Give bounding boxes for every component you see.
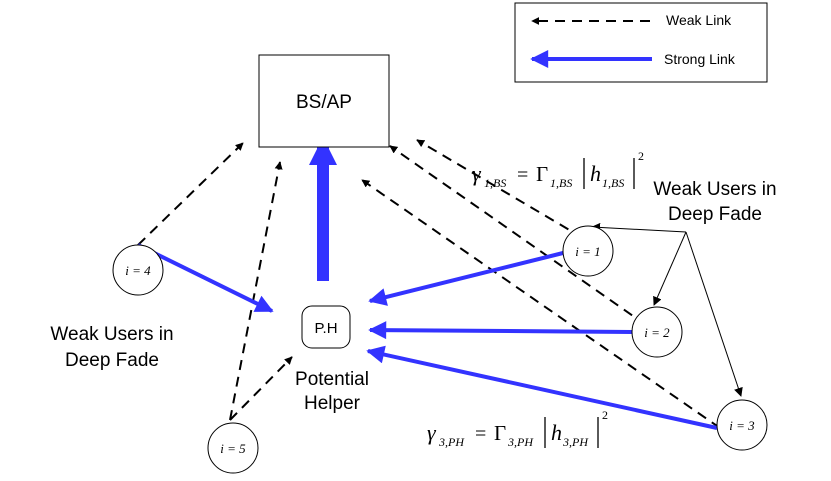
right-group-annotation-line1: Weak Users in xyxy=(653,179,776,200)
potential-helper-caption-line2: Helper xyxy=(304,393,361,414)
strong-link-ph-bs-head xyxy=(309,137,337,165)
left-group-annotation: Weak Users in Deep Fade xyxy=(50,324,173,371)
left-group-annotation-line1: Weak Users in xyxy=(50,324,173,345)
equation-ph-gain: Γ xyxy=(494,421,506,445)
base-station-label: BS/AP xyxy=(296,92,352,113)
equation-ph-power: 2 xyxy=(602,408,608,422)
weak-links xyxy=(137,139,721,429)
strong-link-user2-ph xyxy=(368,321,633,340)
user-node-2-circle xyxy=(631,306,683,358)
user-node-5-label: i = 5 xyxy=(220,441,246,456)
equation-ph-gain-sub: 3,PH xyxy=(507,435,534,449)
equation-bs-h-sub: 1,BS xyxy=(602,176,624,190)
strong-link-user4-ph xyxy=(137,243,274,313)
legend: Weak Link Strong Link xyxy=(514,2,768,83)
right-group-annotation-line2: Deep Fade xyxy=(668,204,762,225)
user-node-5-circle xyxy=(207,422,259,474)
equation-bs-equals: = xyxy=(517,164,528,186)
strong-link-user3-ph xyxy=(366,345,718,430)
user-node-4-circle xyxy=(112,244,164,296)
user-node-3-label: i = 3 xyxy=(729,418,755,433)
user-node-3: i = 3 xyxy=(716,399,768,451)
equation-ph-lhs-sub: 3,PH xyxy=(438,435,465,449)
potential-helper-node: P.H Potential Helper xyxy=(295,305,369,414)
equation-ph-h: h xyxy=(551,420,562,445)
user-node-5: i = 5 xyxy=(207,422,259,474)
user-node-1-circle xyxy=(562,225,614,277)
user-node-4-label: i = 4 xyxy=(125,263,151,278)
strong-links xyxy=(137,137,718,430)
user-node-1-label: i = 1 xyxy=(575,244,600,259)
equation-ph-equals: = xyxy=(475,423,486,445)
weak-link-user3-bs xyxy=(361,179,721,429)
weak-link-user1-bs xyxy=(416,139,584,239)
equation-bs-h: h xyxy=(590,161,601,186)
weak-link-user5-ph xyxy=(229,356,293,421)
potential-helper-label: P.H xyxy=(314,320,337,337)
equation-bs-link: γ 1,BS = Γ 1,BS h 1,BS 2 xyxy=(472,149,644,190)
base-station-node: BS/AP xyxy=(258,54,390,148)
weak-link-user2-bs xyxy=(389,145,647,326)
user-node-3-circle xyxy=(716,399,768,451)
equation-bs-power: 2 xyxy=(638,149,644,163)
equation-bs-lhs: γ xyxy=(472,161,482,186)
legend-strong-label: Strong Link xyxy=(664,51,736,67)
legend-box xyxy=(514,2,768,83)
left-group-annotation-line2: Deep Fade xyxy=(65,350,159,371)
equation-bs-gain: Γ xyxy=(536,162,548,186)
user-node-2: i = 2 xyxy=(631,306,683,358)
equation-bs-gain-sub: 1,BS xyxy=(550,176,572,190)
strong-link-user1-ph xyxy=(368,251,564,306)
annotation-arrow-user2 xyxy=(653,231,687,306)
annotation-arrow-user3 xyxy=(685,231,743,397)
user-node-1: i = 1 xyxy=(562,225,614,277)
legend-weak-label: Weak Link xyxy=(666,12,732,28)
weak-link-user4-bs xyxy=(137,142,244,246)
equation-ph-link: γ 3,PH = Γ 3,PH h 3,PH 2 xyxy=(427,408,608,449)
potential-helper-caption-line1: Potential xyxy=(295,369,369,390)
potential-helper-box xyxy=(301,305,351,349)
annotation-arrows xyxy=(591,222,743,397)
equation-ph-h-sub: 3,PH xyxy=(562,435,589,449)
weak-link-user5-bs xyxy=(229,161,283,421)
base-station-box xyxy=(258,54,390,148)
equation-bs-lhs-sub: 1,BS xyxy=(484,176,506,190)
right-group-annotation: Weak Users in Deep Fade xyxy=(653,179,776,225)
user-node-4: i = 4 xyxy=(112,244,164,296)
user-node-2-label: i = 2 xyxy=(644,325,670,340)
annotation-arrow-user1 xyxy=(591,222,687,233)
equation-ph-lhs: γ xyxy=(427,420,437,445)
